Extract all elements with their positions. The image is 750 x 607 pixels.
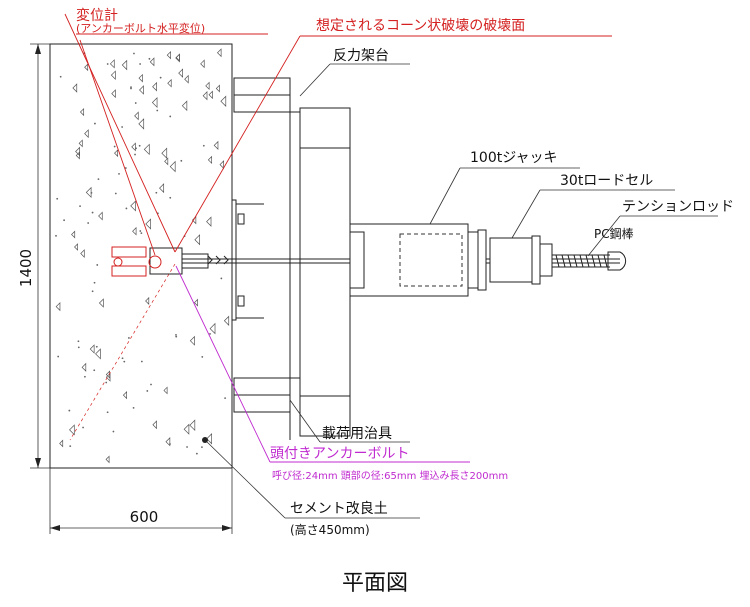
cone-failure-plane (64, 13, 612, 441)
width-dimension-label: 600 (130, 508, 159, 526)
cone-failure-label: 想定されるコーン状破壊の破壊面 (316, 18, 525, 34)
soil-texture (55, 48, 230, 464)
anchor-spec-label: 呼び径:24mm 頭部の径:65mm 埋込み長さ200mm (272, 469, 508, 482)
load-cell-label: 30tロードセル (560, 173, 653, 189)
reaction-frame (233, 77, 351, 440)
leader-lines (76, 33, 718, 519)
loading-jig (231, 199, 264, 321)
displacement-meter (111, 246, 162, 277)
tension-rod-label: テンションロッド (622, 199, 734, 215)
pc-bar-label: PC鋼棒 (594, 227, 634, 241)
headed-anchor-label: 頭付きアンカーボルト (270, 446, 409, 462)
reaction-frame-label: 反力架台 (333, 48, 389, 64)
cement-soil-label: セメント改良土 (290, 501, 388, 517)
displacement-meter-label: 変位計 (76, 7, 118, 24)
jack-label: 100tジャッキ (470, 150, 558, 166)
jack-100t (349, 223, 487, 297)
displacement-meter-note: (アンカーボルト水平変位) (76, 21, 205, 35)
tension-rod (552, 251, 627, 271)
cement-soil-height-label: (高さ450mm) (290, 522, 370, 537)
load-cell-30t (489, 235, 553, 285)
height-dimension: 1400 (17, 43, 50, 469)
loading-jig-label: 載荷用治具 (322, 426, 392, 442)
width-dimension: 600 (49, 468, 233, 534)
caption: 平面図 (342, 571, 408, 596)
height-dimension-label: 1400 (17, 249, 35, 287)
